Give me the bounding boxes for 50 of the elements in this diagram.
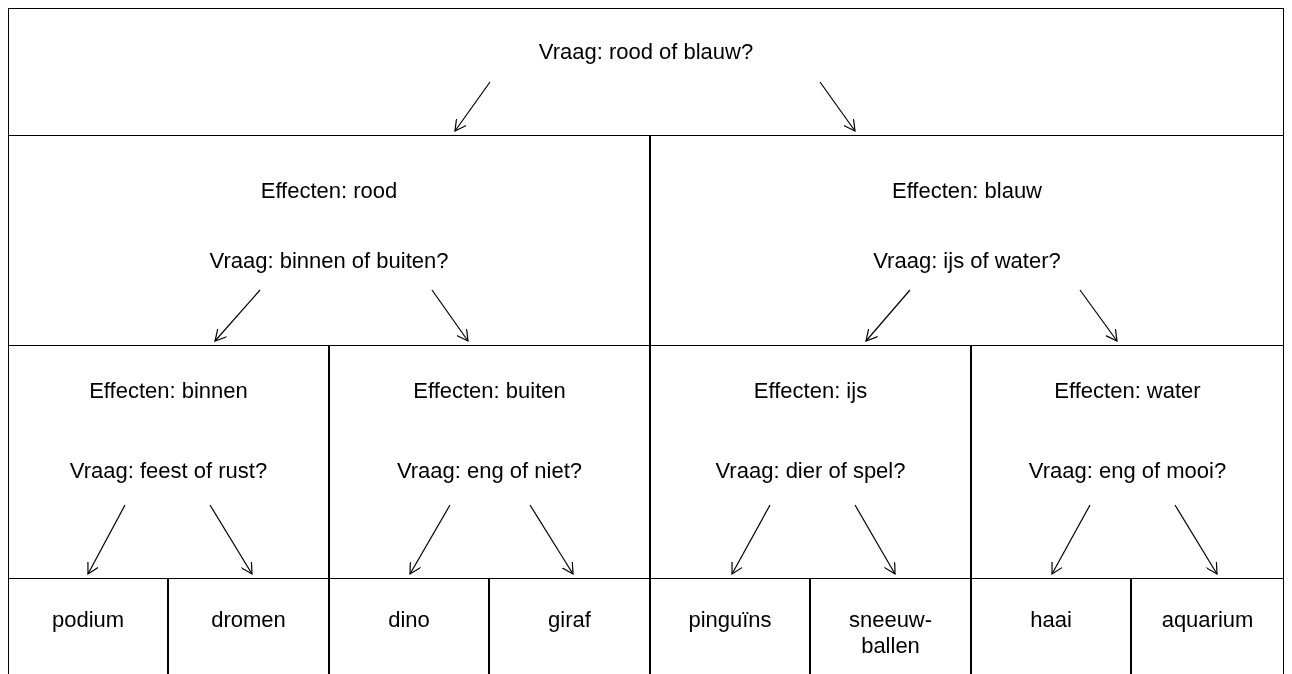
question-text: Vraag: eng of niet? <box>396 458 583 484</box>
question-cell <box>329 345 650 578</box>
question-text: Vraag: rood of blauw? <box>538 39 754 65</box>
effect-heading: Effecten: blauw <box>892 178 1042 204</box>
leaf-cell <box>810 578 971 674</box>
leaf-cell <box>329 578 489 674</box>
question-text: Vraag: binnen of buiten? <box>209 248 449 274</box>
question-text: Vraag: ijs of water? <box>873 248 1061 274</box>
arrow <box>819 81 856 132</box>
arrow <box>409 504 451 575</box>
question-cell <box>8 8 1284 135</box>
effect-heading: Effecten: ijs <box>753 378 868 404</box>
question-cell <box>8 135 650 345</box>
leaf-cell <box>168 578 329 674</box>
leaf-cell <box>1131 578 1284 674</box>
question-cell <box>8 345 329 578</box>
arrow <box>87 504 126 575</box>
arrow <box>431 289 469 342</box>
question-text: Vraag: feest of rust? <box>69 458 268 484</box>
question-cell <box>650 135 1284 345</box>
leaf-cell <box>971 578 1131 674</box>
question-text: Vraag: dier of spel? <box>715 458 906 484</box>
answer-text: podium <box>51 607 125 633</box>
arrow <box>529 504 574 575</box>
arrow <box>454 81 491 132</box>
arrow <box>865 289 911 342</box>
arrow <box>214 289 261 342</box>
answer-text: pinguïns <box>688 607 772 633</box>
arrow <box>854 504 896 575</box>
arrow <box>1051 504 1091 575</box>
answer-text: dromen <box>211 607 286 633</box>
leaf-cell <box>489 578 650 674</box>
effect-heading: Effecten: water <box>1054 378 1201 404</box>
arrow <box>1174 504 1218 575</box>
effect-heading: Effecten: rood <box>260 178 398 204</box>
answer-text: aquarium <box>1161 607 1254 633</box>
effect-heading: Effecten: buiten <box>413 378 566 404</box>
answer-text: dino <box>388 607 430 633</box>
leaf-cell <box>650 578 810 674</box>
effect-heading: Effecten: binnen <box>89 378 248 404</box>
arrow <box>209 504 253 575</box>
answer-text: sneeuw-ballen <box>847 607 934 659</box>
answer-text: haai <box>1030 607 1072 633</box>
leaf-cell <box>8 578 168 674</box>
answer-text: giraf <box>548 607 591 633</box>
question-text: Vraag: eng of mooi? <box>1028 458 1227 484</box>
question-cell <box>650 345 971 578</box>
arrow <box>1079 289 1118 342</box>
question-cell <box>971 345 1284 578</box>
arrow <box>731 504 771 575</box>
